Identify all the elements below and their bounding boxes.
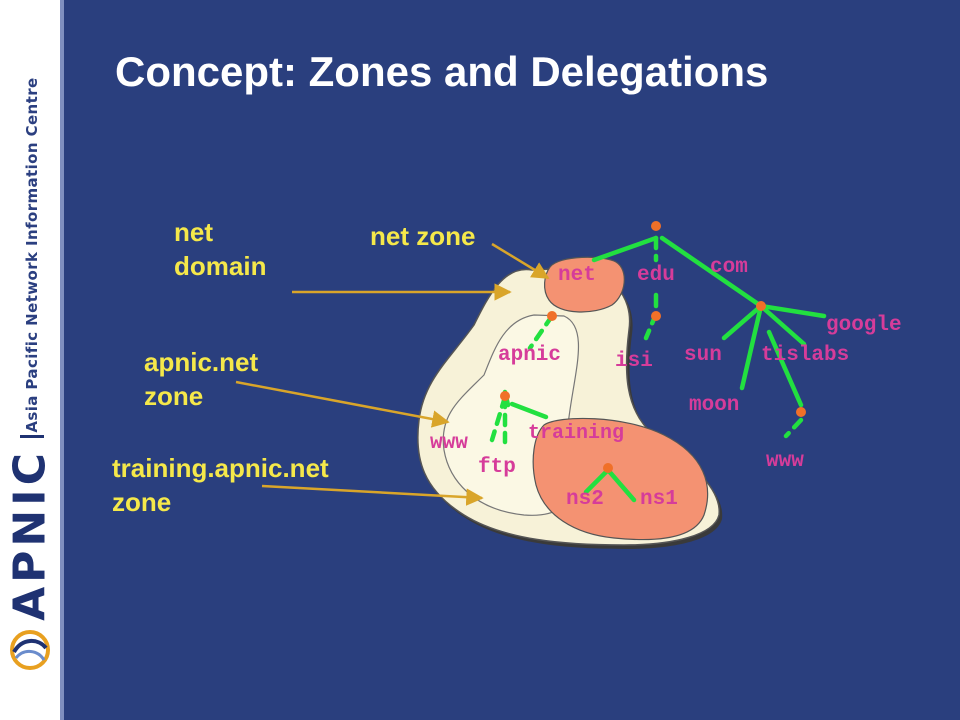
node-www-com: www (766, 450, 804, 473)
node-ns2: ns2 (566, 488, 604, 511)
node-ftp: ftp (478, 456, 516, 479)
tree-edges (489, 235, 827, 503)
node-net: net (558, 264, 596, 287)
node-google: google (826, 314, 902, 337)
callout-apnic-zone: apnic.net zone (144, 346, 258, 414)
node-ns1: ns1 (640, 488, 678, 511)
node-tislabs: tislabs (761, 344, 850, 367)
sidebar (0, 0, 64, 720)
callout-apnic-zone-line1: apnic.net (144, 347, 259, 377)
sidebar-divider (20, 435, 44, 438)
callout-net-zone: net zone (370, 221, 476, 251)
node-training: training (528, 422, 625, 445)
callout-net-domain-line2: domain (174, 250, 267, 281)
callout-training-zone: training.apnic.net zone (112, 452, 329, 520)
callout-net-domain: net domain (174, 216, 266, 284)
tree-nodes (500, 221, 806, 473)
callout-net-domain-line1: net (174, 217, 213, 247)
callout-training-zone-line2: zone (112, 486, 172, 517)
node-sun: sun (684, 344, 722, 367)
sidebar-edge (60, 0, 64, 720)
node-www-apnic: www (430, 432, 468, 455)
node-com: com (710, 256, 748, 279)
training-zone (532, 417, 709, 541)
node-moon: moon (689, 394, 740, 417)
callout-apnic-zone-line2: zone (144, 380, 204, 411)
node-apnic: apnic (498, 344, 562, 367)
node-isi: isi (615, 350, 653, 373)
zone-diagram: net domain net zone apnic.net zone train… (64, 120, 960, 720)
callout-training-zone-line1: training.apnic.net (112, 453, 329, 483)
slide-title: Concept: Zones and Delegations (115, 48, 769, 95)
node-edu: edu (637, 264, 675, 287)
apnic-swirl-logo-icon (10, 630, 50, 670)
callout-arrows (235, 242, 550, 506)
brand-wordmark: APNIC (4, 449, 56, 621)
zone-diagram-canvas (235, 221, 827, 549)
org-name: Asia Pacific Network Information Centre (23, 77, 41, 433)
